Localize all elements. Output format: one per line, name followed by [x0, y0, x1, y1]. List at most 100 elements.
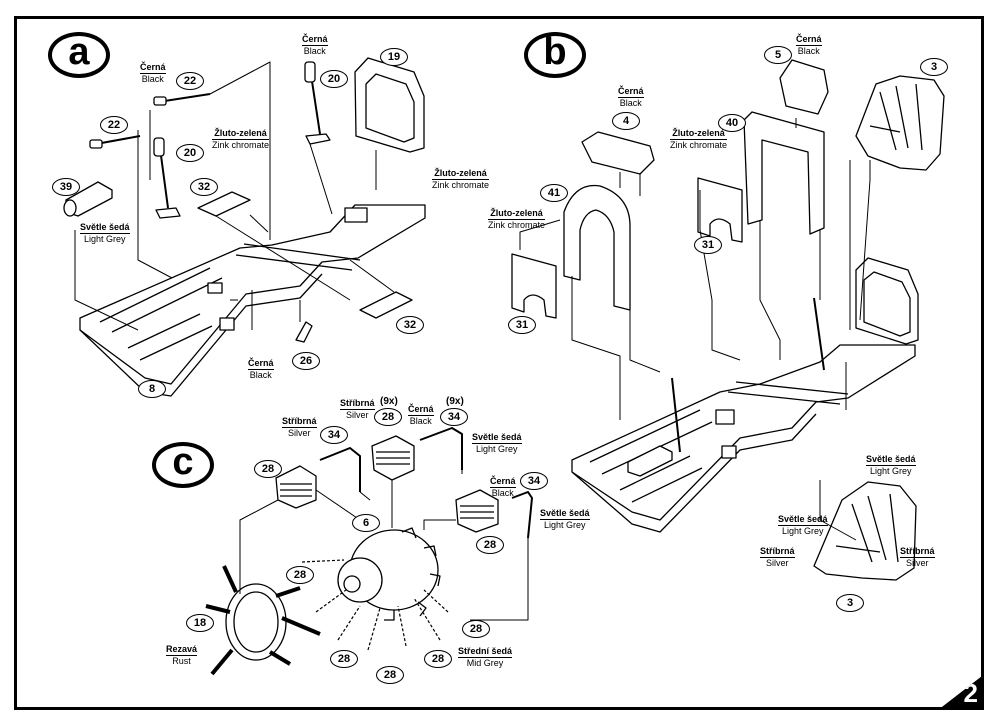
color-label-cz: Černá	[248, 358, 274, 370]
engine-shaft	[343, 575, 361, 593]
part-number-28: 28	[424, 650, 452, 668]
cylinder-28-right-fins	[460, 505, 494, 519]
part-number-20: 20	[176, 144, 204, 162]
stick-b-2	[671, 377, 681, 453]
color-label-cz: Střední šedá	[458, 646, 513, 658]
assembly-lines-c	[239, 470, 529, 621]
floor-pan-edge	[79, 273, 323, 397]
color-label-cz: Stříbrná	[760, 546, 795, 558]
rod-22-top-end	[153, 96, 167, 106]
color-label-en: Black	[249, 370, 272, 380]
color-label-en: Black	[619, 98, 642, 108]
color-label-en: Light Grey	[476, 444, 518, 454]
floor-pan-b-edge	[571, 413, 817, 533]
color-label-cz: Světle šedá	[778, 514, 828, 526]
color-label-en: Zink chromate	[670, 140, 728, 150]
rod-22-top	[157, 93, 211, 103]
part-number-28: 28	[476, 536, 504, 554]
stick-b	[813, 297, 825, 371]
part-number-26: 26	[292, 352, 320, 370]
cylinder-28-right	[455, 489, 499, 533]
part-number-40: 40	[718, 114, 746, 132]
step-b-badge: b	[524, 32, 586, 78]
part-number-31: 31	[508, 316, 536, 334]
floor-rail-2	[235, 243, 361, 271]
color-label-en: Light Grey	[84, 234, 126, 244]
part-number-28: 28	[374, 408, 402, 426]
color-label-en: Zink chromate	[212, 140, 270, 150]
pedal-32-bottom	[359, 291, 413, 319]
color-label-cz: Černá	[140, 62, 166, 74]
armor-plate-b-inner	[863, 271, 911, 337]
color-label-en: Zink chromate	[432, 180, 490, 190]
color-label-en: Zink chromate	[488, 220, 546, 230]
part-number-28: 28	[462, 620, 490, 638]
part-number-4: 4	[612, 112, 640, 130]
part-number-34: 34	[320, 426, 348, 444]
part-number-34: 34	[520, 472, 548, 490]
stick-grip-left	[153, 137, 165, 157]
dashed-arrows-c	[301, 559, 449, 651]
step-a-badge: a	[48, 32, 110, 78]
seat-3-bottom	[813, 481, 917, 581]
color-label-cz: Stříbrná	[340, 398, 375, 410]
color-label-cz: Černá	[302, 34, 328, 46]
color-label-en: Black	[491, 488, 514, 498]
section-b-drawing	[511, 59, 945, 581]
color-label-cz: Světle šedá	[540, 508, 590, 520]
part-number-39: 39	[52, 178, 80, 196]
cylinder-28-top-fins	[376, 451, 410, 465]
engine-mount-struts	[205, 565, 321, 676]
color-label-en: Light Grey	[870, 466, 912, 476]
part-26	[295, 321, 313, 343]
floor-pan-b	[571, 344, 916, 521]
part-number-20: 20	[320, 70, 348, 88]
color-label-cz: Žluto-zelená	[488, 208, 546, 220]
pushrod-34-left	[319, 447, 361, 492]
color-label-cz: Žluto-zelená	[212, 128, 270, 140]
stick-base-left	[155, 207, 181, 219]
color-label-en: Silver	[288, 428, 311, 438]
part-number-22: 22	[176, 72, 204, 90]
color-label-cz: Žluto-zelená	[432, 168, 490, 180]
color-label-en: Silver	[766, 558, 789, 568]
color-label-cz: Světle šedá	[472, 432, 522, 444]
bracket-31-left	[511, 253, 557, 319]
headrest-4	[581, 131, 655, 175]
part-number-34: 34	[440, 408, 468, 426]
floor-rail	[99, 267, 223, 361]
color-label-en: Black	[303, 46, 326, 56]
stick-base	[305, 133, 331, 145]
part-number-3: 3	[836, 594, 864, 612]
part-number-8: 8	[138, 380, 166, 398]
seat-3-top-detail	[869, 83, 923, 151]
floor-b-box	[715, 409, 735, 425]
floor-box-rear	[344, 207, 368, 223]
floor-box-black	[219, 317, 235, 331]
part-number-28: 28	[330, 650, 358, 668]
quantity-9x: (9x)	[446, 396, 464, 407]
floor-block	[207, 282, 223, 294]
assembly-lines-a	[74, 61, 395, 331]
section-a-drawing	[63, 57, 426, 397]
part-number-22: 22	[100, 116, 128, 134]
headrest-5	[779, 59, 829, 115]
part-number-28: 28	[286, 566, 314, 584]
